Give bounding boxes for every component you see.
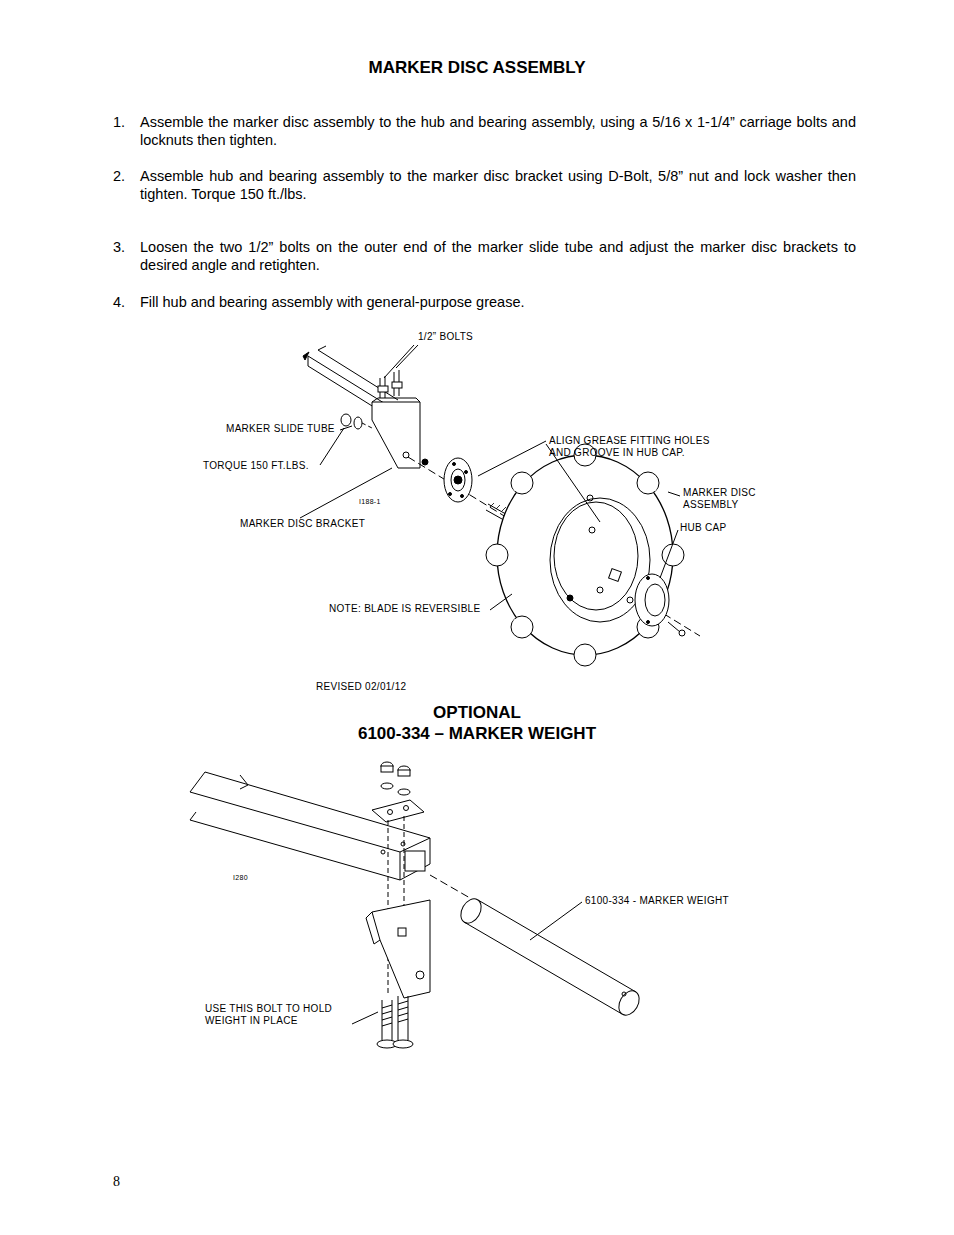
section-heading: OPTIONAL — [0, 704, 954, 722]
figure-number: I188-1 — [359, 498, 409, 506]
instruction-text: Loosen the two 1/2” bolts on the outer e… — [140, 238, 856, 274]
note-label: ALIGN GREASE FITTING HOLES AND GROOVE IN… — [549, 435, 729, 459]
part-label: MARKER DISC BRACKET — [240, 518, 380, 530]
part-label: 1/2” BOLTS — [418, 331, 518, 343]
instruction-text: Assemble hub and bearing assembly to the… — [140, 167, 856, 203]
step-number: 4. — [113, 293, 137, 311]
section-heading: 6100-334 – MARKER WEIGHT — [0, 725, 954, 743]
page-number: 8 — [113, 1173, 137, 1191]
note-label: NOTE: BLADE IS REVERSIBLE — [329, 603, 509, 615]
instruction-text: Fill hub and bearing assembly with gener… — [140, 293, 856, 311]
part-label: HUB CAP — [680, 522, 760, 534]
revision-note: REVISED 02/01/12 — [316, 681, 466, 693]
step-number: 2. — [113, 167, 137, 185]
figure-number: I280 — [233, 874, 273, 882]
step-number: 3. — [113, 238, 137, 256]
note-label: USE THIS BOLT TO HOLD WEIGHT IN PLACE — [205, 1003, 341, 1027]
part-label: TORQUE 150 FT.LBS. — [203, 460, 325, 472]
part-label: 6100-334 - MARKER WEIGHT — [585, 895, 795, 907]
step-number: 1. — [113, 113, 137, 131]
instruction-text: Assemble the marker disc assembly to the… — [140, 113, 856, 149]
part-label: MARKER SLIDE TUBE — [226, 423, 346, 435]
part-label: MARKER DISC ASSEMBLY — [683, 487, 773, 511]
page-heading: MARKER DISC ASSEMBLY — [0, 57, 954, 78]
